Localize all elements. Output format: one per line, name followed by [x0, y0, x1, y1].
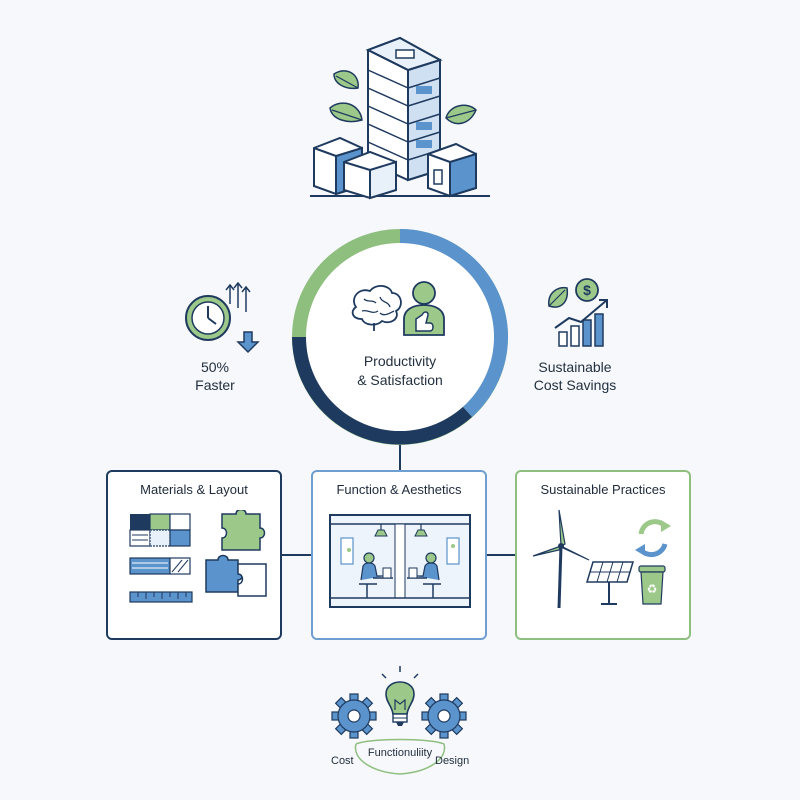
puzzle-icon — [205, 510, 267, 597]
functionality-arc — [354, 738, 446, 775]
stat-faster: 50% Faster — [170, 358, 260, 394]
stat-savings-line2: Cost Savings — [533, 377, 617, 393]
gear-icon — [331, 693, 377, 739]
svg-text:♻: ♻ — [647, 582, 658, 596]
svg-text:$: $ — [583, 282, 591, 298]
label-design: Design — [435, 755, 470, 767]
recycle-bin-icon: ♻ — [638, 565, 666, 605]
building-icon — [365, 36, 443, 182]
central-ring — [292, 229, 508, 445]
stat-savings: Sustainable Cost Savings — [520, 358, 630, 394]
small-building-middle-icon — [343, 150, 397, 200]
office-workers-icon — [329, 514, 471, 608]
leaf-icon — [548, 286, 569, 308]
lightbulb-icon — [381, 666, 419, 726]
card-title: Function & Aesthetics — [336, 482, 462, 497]
label-functionality: Functionuliity — [367, 747, 433, 759]
wind-turbine-icon — [532, 509, 590, 609]
hub-label-line2: & Satisfaction — [357, 372, 443, 388]
ruler-icon — [129, 591, 193, 603]
leaf-icon — [445, 104, 477, 125]
growth-chart-icon: $ — [548, 278, 608, 347]
hub-label: Productivity & Satisfaction — [330, 352, 470, 390]
solar-panel-icon — [585, 561, 635, 605]
leaf-icon — [333, 70, 359, 90]
gear-icon — [421, 693, 467, 739]
card-function-aesthetics: Function & Aesthetics — [311, 470, 487, 640]
card-title: Materials & Layout — [140, 482, 248, 497]
label-cost: Cost — [331, 755, 354, 767]
brain-icon — [351, 285, 402, 331]
clock-icon — [185, 282, 260, 354]
person-thumbs-up-icon — [403, 281, 445, 336]
small-building-right-icon — [427, 142, 477, 198]
card-materials-layout: Materials & Layout — [106, 470, 282, 640]
hub-label-line1: Productivity — [363, 353, 437, 369]
recycle-icon — [635, 519, 671, 558]
stat-savings-line1: Sustainable — [538, 359, 612, 375]
card-title: Sustainable Practices — [540, 482, 666, 497]
building-illustration — [310, 36, 490, 200]
stat-faster-value: 50% — [200, 359, 230, 375]
leaf-icon — [329, 102, 363, 123]
card-sustainable-practices: Sustainable Practices ♻ — [515, 470, 691, 640]
stat-faster-label: Faster — [195, 377, 235, 393]
dollar-coin-icon: $ — [575, 278, 599, 302]
grid-swatch-icon — [129, 513, 191, 575]
